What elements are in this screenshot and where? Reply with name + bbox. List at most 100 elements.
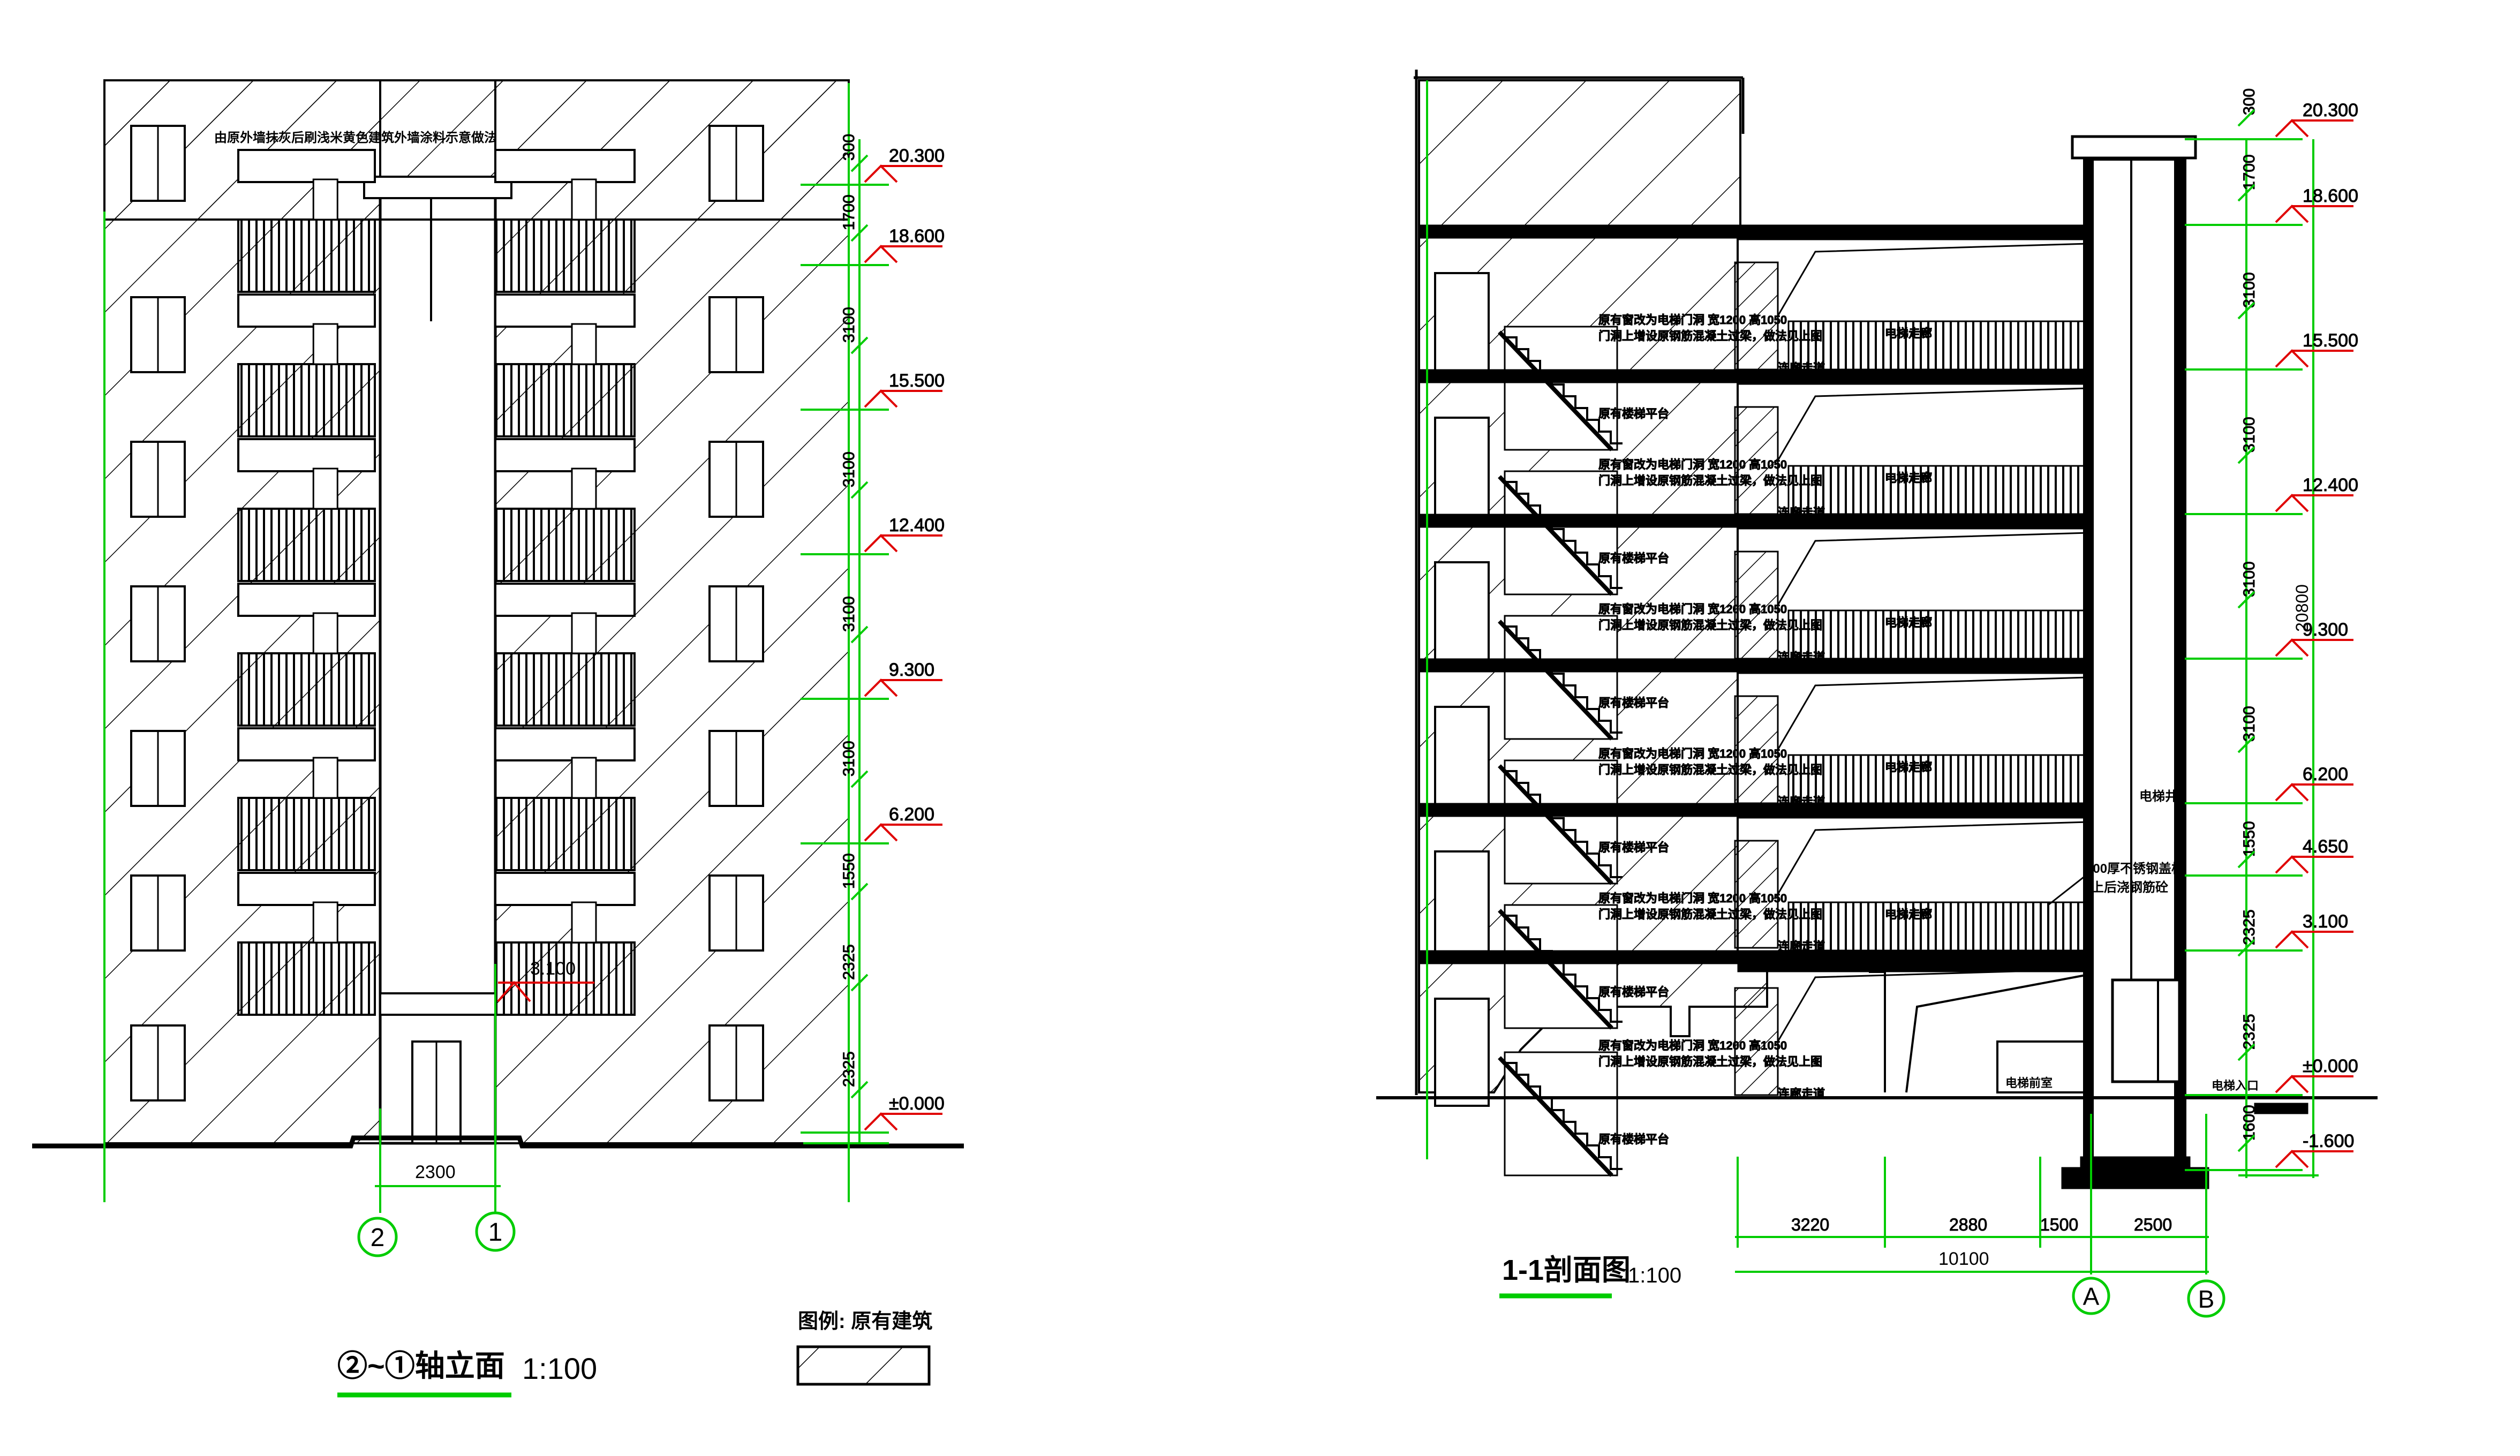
level-marker: 3.100 — [2185, 911, 2353, 952]
corridor-label: 电梯走廊 — [1885, 471, 1932, 485]
level-text: 20.300 — [2303, 100, 2358, 120]
stair-note-2: 门洞上增设原钢筋混凝土过梁，做法见上图 — [1598, 763, 1822, 776]
axis-2-label: 2 — [371, 1224, 385, 1252]
pit-note-2: 上后浇钢筋砼 — [2091, 880, 2168, 895]
corridor: 电梯走廊 — [1737, 320, 2092, 461]
elevator-cab — [2111, 978, 2181, 1083]
dim-text: 3100 — [2240, 417, 2258, 452]
bottom-dim-text: 2880 — [1949, 1215, 1987, 1234]
level-text: 18.600 — [889, 226, 945, 246]
window — [130, 441, 186, 518]
window — [130, 730, 186, 807]
dim-text: 3100 — [840, 596, 858, 632]
stair-note-2: 门洞上增设原钢筋混凝土过梁，做法见上图 — [1598, 618, 1822, 632]
balcony — [237, 727, 376, 871]
axis-bubble-a — [2072, 1277, 2110, 1315]
dim-text: 2325 — [840, 944, 858, 980]
section-scale: 1:100 — [1628, 1264, 1681, 1287]
level-text: 6.200 — [889, 804, 934, 825]
dim-text: 3100 — [840, 741, 858, 776]
stair-panels: 原有窗改为电梯门洞 宽1200 高1050 门洞上增设原钢筋混凝土过梁，做法见上图… — [1419, 224, 1825, 1177]
balcony — [494, 872, 636, 1016]
level-text: 12.400 — [2303, 475, 2358, 495]
window — [708, 874, 764, 952]
dim-text: 2325 — [840, 1051, 858, 1087]
stair-note-1: 原有窗改为电梯门洞 宽1200 高1050 — [1598, 313, 1787, 327]
corridor: 电梯走廊 — [1737, 465, 2092, 606]
elev-top-note: 由原外墙抹灰后刷浅米黄色建筑外墙涂料示意做法 — [214, 130, 497, 145]
landing-note: 原有楼梯平台 — [1598, 696, 1669, 710]
stair-flight: 原有窗改为电梯门洞 宽1200 高1050门洞上增设原钢筋混凝土过梁，做法见上图… — [1419, 514, 1825, 741]
machine-room-box — [1996, 1040, 2089, 1093]
total-height-dim: 20800 — [2292, 584, 2312, 632]
balconies — [237, 149, 636, 1016]
bottom-dim-text: 2500 — [2134, 1215, 2172, 1234]
stair-flight: 原有窗改为电梯门洞 宽1200 高1050门洞上增设原钢筋混凝土过梁，做法见上图… — [1419, 369, 1825, 596]
dim-text: 1550 — [2240, 821, 2258, 857]
balcony — [494, 149, 636, 293]
balcony — [237, 872, 376, 1016]
dim-text: 3100 — [840, 451, 858, 487]
shaft-roof-cap — [2071, 135, 2197, 160]
level-text: 9.300 — [889, 660, 934, 680]
dim-text: 1600 — [2240, 1105, 2258, 1141]
level-text: 6.200 — [2303, 764, 2348, 784]
dim-text: 3100 — [2240, 561, 2258, 597]
window — [130, 585, 186, 662]
level-marker: 15.500 — [2185, 330, 2359, 371]
balcony — [494, 293, 636, 437]
axis-b-label: B — [2198, 1285, 2215, 1313]
shaft-label: 电梯井 — [2139, 789, 2178, 804]
window — [130, 296, 186, 373]
elev-level-3100: 3.100 — [530, 959, 576, 979]
axis-bubble-2 — [357, 1217, 398, 1257]
level-text: 20.300 — [889, 146, 945, 166]
elevation-scale: 1:100 — [522, 1352, 597, 1385]
section-title: 1-1剖面图 — [1502, 1254, 1631, 1286]
axis-bubble-1 — [475, 1211, 516, 1252]
balcony — [494, 583, 636, 727]
level-text: 3.100 — [2303, 911, 2348, 932]
dim-text: 3100 — [2240, 272, 2258, 308]
axis-1-label: 1 — [488, 1218, 503, 1247]
balcony — [237, 583, 376, 727]
level-marker: 6.200 — [801, 804, 942, 844]
stair-note-1: 原有窗改为电梯门洞 宽1200 高1050 — [1598, 747, 1787, 760]
level-text: 12.400 — [889, 515, 945, 535]
level-marker: 20.300 — [801, 146, 945, 186]
stair-flight: 原有窗改为电梯门洞 宽1200 高1050 门洞上增设原钢筋混凝土过梁，做法见上图… — [1419, 658, 1825, 885]
entry-canopy — [379, 992, 496, 1016]
level-text: 18.600 — [2303, 186, 2358, 206]
pit-note-1: 100厚不锈钢盖板 — [2086, 861, 2185, 876]
elevator-entry-label: 电梯入口 — [2212, 1079, 2259, 1092]
dim-text: 1700 — [2240, 154, 2258, 190]
stair-note-2: 门洞上增设原钢筋混凝土过梁，做法见上图 — [1598, 1055, 1822, 1068]
machine-room-label: 电梯前室 — [2005, 1076, 2053, 1090]
stair-note-2: 门洞上增设原钢筋混凝土过梁，做法见上图 — [1598, 908, 1822, 921]
level-marker: 18.600 — [801, 226, 945, 266]
level-marker: 9.300 — [2185, 620, 2353, 660]
level-marker: 18.600 — [2185, 186, 2359, 226]
section-view: 原有窗改为电梯门洞 宽1200 高1050 门洞上增设原钢筋混凝土过梁，做法见上图… — [1376, 70, 2378, 1318]
side-windows — [130, 125, 764, 1102]
window — [708, 730, 764, 807]
window — [708, 1024, 764, 1102]
elevation-title: ②~①轴立面 — [337, 1349, 505, 1383]
balcony — [494, 727, 636, 871]
stair-note-1: 原有窗改为电梯门洞 宽1200 高1050 — [1598, 892, 1787, 905]
level-marker: 6.200 — [2185, 764, 2353, 804]
axis-a-label: A — [2083, 1283, 2100, 1310]
dim-text: 1550 — [840, 853, 858, 889]
stair-note-1: 原有窗改为电梯门洞 宽1200 高1050 — [1598, 1039, 1787, 1052]
balcony — [237, 293, 376, 437]
bottom-dim-text: 3220 — [1791, 1215, 1829, 1234]
corridor: 电梯走廊 — [1737, 609, 2092, 750]
stair-note-1: 原有窗改为电梯门洞 宽1200 高1050 — [1598, 458, 1787, 471]
section-bottom-total: 10100 — [1938, 1249, 1989, 1269]
level-text: ±0.000 — [889, 1093, 945, 1114]
